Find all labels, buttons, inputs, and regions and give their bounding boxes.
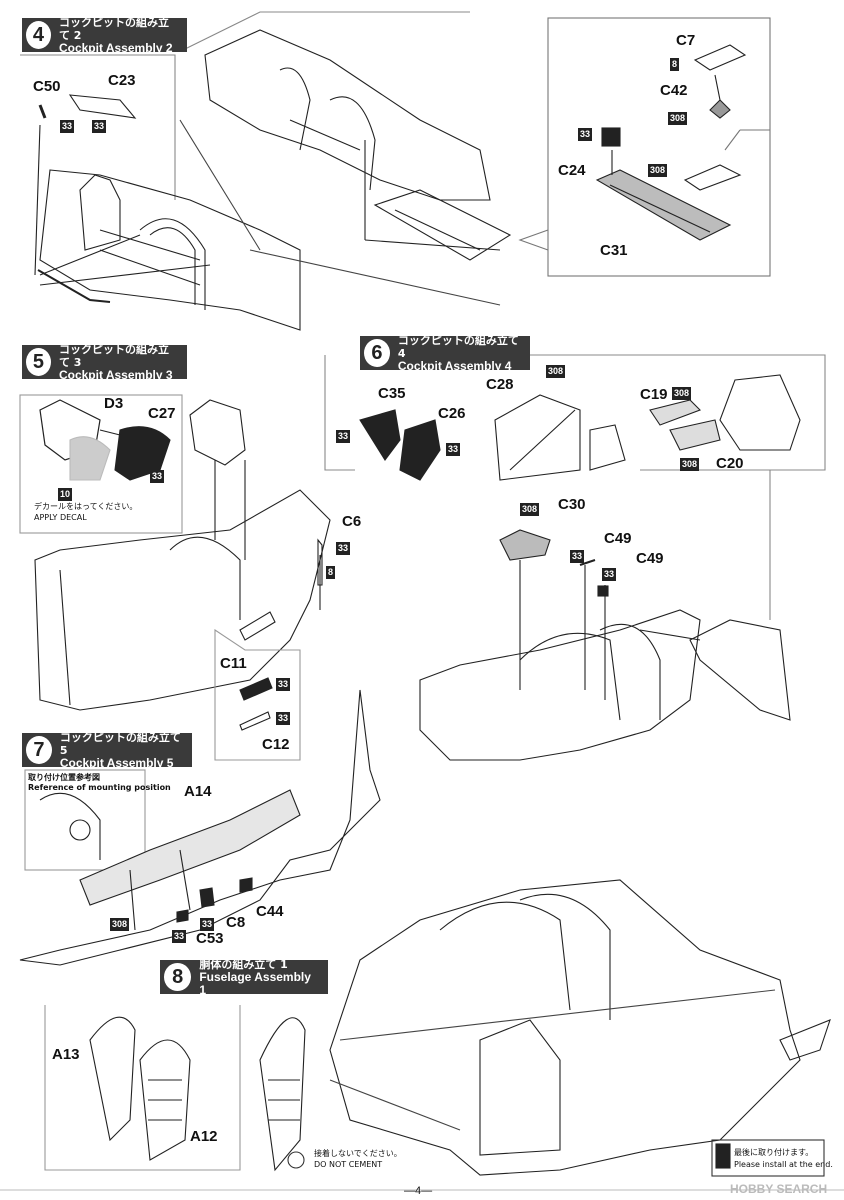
paint-badge: 33 [276,712,291,725]
page-number: —4— [404,1185,433,1197]
paint-badge: 308 [110,918,130,931]
part-label: C24 [558,162,586,179]
do-not-cement-jp: 接着しないでください。 [314,1149,402,1158]
paint-badge: 308 [520,503,540,516]
step-number: 7 [26,736,52,764]
step-4-header: 4 コックピットの組み立て 2 Cockpit Assembly 2 [22,15,187,55]
part-label: C20 [716,455,744,472]
part-label: C26 [438,405,466,422]
part-label: A13 [52,1046,80,1063]
step-title-en: Cockpit Assembly 2 [58,40,173,55]
reference-note-jp: 取り付け位置参考図 [28,773,100,782]
part-label: C50 [33,78,61,95]
paint-badge: 308 [680,458,700,471]
part-label: C23 [108,72,136,89]
install-at-end-jp: 最後に取り付けます。 [734,1148,814,1157]
step-8-header: 8 胴体の組み立て 1 Fuselage Assembly 1 [160,957,328,997]
decal-badge: 10 [58,488,73,501]
part-label: C35 [378,385,406,402]
paint-badge: 308 [668,112,688,125]
paint-badge: 33 [150,470,165,483]
apply-decal-note-en: APPLY DECAL [34,513,87,522]
part-label: A14 [184,783,212,800]
reference-note-en: Reference of mounting position [28,783,171,792]
step-number: 8 [164,963,192,991]
step-title-en: Fuselage Assembly 1 [199,969,311,997]
part-label: C53 [196,930,224,947]
paint-badge: 308 [648,164,668,177]
do-not-cement-en: DO NOT CEMENT [314,1160,383,1169]
part-label: C11 [220,655,247,672]
step-6-header: 6 コックピットの組み立て 4 Cockpit Assembly 4 [360,333,530,373]
paint-badge: 33 [200,918,215,931]
part-label: C19 [640,386,668,403]
part-label: C12 [262,736,290,753]
step-title-en: Cockpit Assembly 3 [58,367,173,382]
step-5-header: 5 コックピットの組み立て 3 Cockpit Assembly 3 [22,342,187,382]
part-label: C49 [604,530,632,547]
install-at-end-en: Please install at the end. [734,1160,833,1169]
part-label: C27 [148,405,176,422]
step-title-jp: コックピットの組み立て 3 [58,342,169,369]
part-label: C44 [256,903,284,920]
apply-decal-note-jp: デカールをはってください。 [34,502,138,511]
paint-badge: 33 [60,120,75,133]
part-label: C49 [636,550,664,567]
paint-badge: 33 [446,443,461,456]
paint-badge: 8 [670,58,680,71]
part-label: C30 [558,496,586,513]
part-label: D3 [104,395,124,412]
step-title-en: Cockpit Assembly 4 [397,358,512,373]
step-7-header: 7 コックピットの組み立て 5 Cockpit Assembly 5 [22,730,192,770]
watermark: HOBBY SEARCH [730,1182,828,1196]
paint-badge: 308 [672,387,692,400]
part-label: C42 [660,82,688,99]
step-title-en: Cockpit Assembly 5 [59,755,174,770]
paint-badge: 8 [326,566,336,579]
step-title-jp: コックピットの組み立て 5 [59,730,181,757]
paint-badge: 308 [546,365,566,378]
paint-badge: 33 [578,128,593,141]
step-title-jp: 胴体の組み立て 1 [199,957,288,971]
step-title-jp: コックピットの組み立て 2 [58,15,169,42]
paint-badge: 33 [336,430,351,443]
paint-badge: 33 [336,542,351,555]
step-number: 5 [26,348,51,376]
part-label: C7 [676,32,696,49]
step-number: 6 [364,339,390,367]
part-label: C28 [486,376,514,393]
part-label: C31 [600,242,628,259]
paint-badge: 33 [602,568,617,581]
paint-badge: 33 [276,678,291,691]
part-label: C8 [226,914,246,931]
step-number: 4 [26,21,51,49]
part-label: C6 [342,513,362,530]
paint-badge: 33 [172,930,187,943]
step-title-jp: コックピットの組み立て 4 [397,333,519,360]
paint-badge: 33 [570,550,585,563]
paint-badge: 33 [92,120,107,133]
part-label: A12 [190,1128,218,1145]
